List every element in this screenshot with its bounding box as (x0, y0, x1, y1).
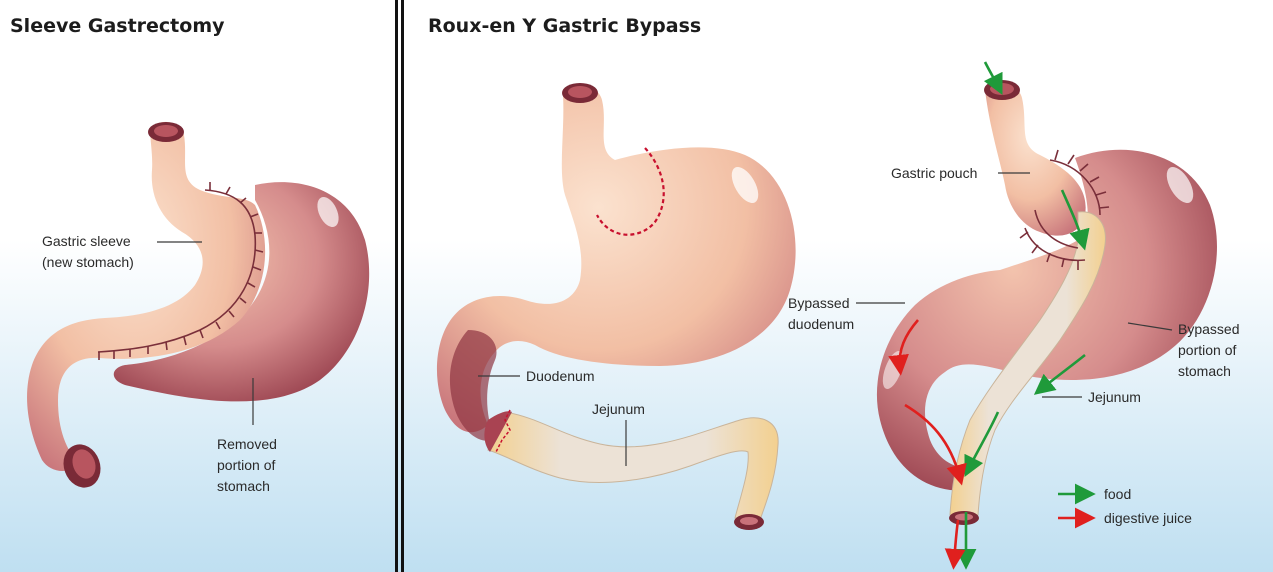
divider-line (401, 0, 404, 572)
label-removed-portion: Removed (217, 436, 277, 452)
label-duodenum: Duodenum (526, 368, 595, 384)
label-bypassed-portion: stomach (1178, 363, 1231, 379)
label-bypassed-duodenum: Bypassed (788, 295, 849, 311)
legend-food-label: food (1104, 486, 1131, 502)
legend-juice-label: digestive juice (1104, 510, 1192, 526)
label-gastric-sleeve: (new stomach) (42, 254, 134, 270)
divider-line (395, 0, 398, 572)
label-gastric-sleeve: Gastric sleeve (42, 233, 131, 249)
label-bypassed-portion: Bypassed (1178, 321, 1239, 337)
label-gastric-pouch: Gastric pouch (891, 165, 977, 181)
label-jejunum-bypass: Jejunum (1088, 389, 1141, 405)
label-jejunum: Jejunum (592, 401, 645, 417)
label-bypassed-duodenum: duodenum (788, 316, 854, 332)
label-removed-portion: stomach (217, 478, 270, 494)
title-gastric-bypass: Roux-en Y Gastric Bypass (428, 15, 701, 37)
title-sleeve-gastrectomy: Sleeve Gastrectomy (10, 15, 225, 37)
label-bypassed-portion: portion of (1178, 342, 1236, 358)
label-removed-portion: portion of (217, 457, 275, 473)
